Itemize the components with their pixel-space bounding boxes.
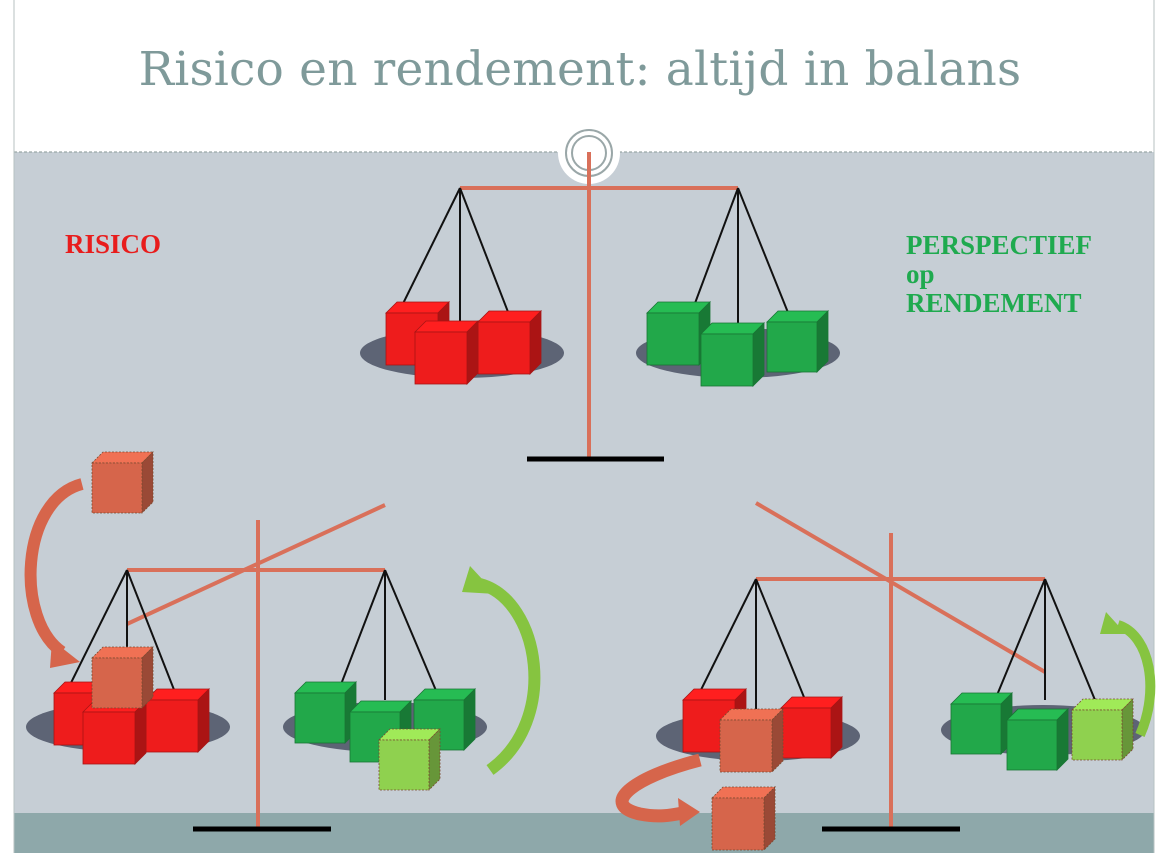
bl-added-risk-cube-front [91,657,143,709]
bl-added-return-cube-front [378,739,430,791]
br-risk-arrow-head [678,798,700,826]
top-return-cube-2 [766,310,829,373]
bl-incoming-risk-cube-front [91,462,143,514]
br-return-cube-2 [1006,708,1069,771]
bl-return-cube-2-side [463,688,476,751]
top-right-string-2 [737,187,796,331]
bl-added-risk-cube [91,646,154,709]
top-return-cube-3-side [752,322,765,387]
br-removed-risk-cube [711,786,776,851]
top-return-cube-3 [700,322,765,387]
br-risk-arrow [615,753,702,823]
br-risk-cube-2-front [780,707,832,759]
bl-risk-cube-3 [82,700,147,765]
br-return-arrow-head [1100,612,1126,634]
bl-risk-arrow-head [50,640,80,668]
bl-return-arrow [478,578,541,775]
br-risk-cube-2-side [830,696,843,759]
bl-scale-tilt-beam [126,503,386,626]
top-return-cube-2-front [766,321,818,373]
perspectief-line-2: op [906,259,935,289]
bl-risk-cube-2-side [197,688,210,753]
top-risk-cube-2-front [477,321,531,375]
bl-right-string-0 [334,569,386,701]
bl-return-cube-1-front [294,692,346,744]
top-left-string-2 [459,187,516,331]
bl-return-arrow-head [462,566,496,594]
bl-right-string-2 [384,569,441,701]
top-return-cube-3-front [700,333,754,387]
slide-title: Risico en rendement: altijd in balans [138,42,1022,97]
risico-label: RISICO [65,230,161,259]
br-risk-cube-3-side [771,708,784,773]
perspectief-label: PERSPECTIEF op RENDEMENT [906,231,1092,318]
top-risk-cube-2-side [529,310,542,375]
top-risk-cube-3-front [414,331,468,385]
bl-added-return-cube [378,728,441,791]
risico-label-text: RISICO [65,229,162,259]
br-removed-risk-cube-top [711,786,776,799]
br-left-string-2 [755,578,811,713]
br-risk-cube-3-front [719,719,773,773]
bl-incoming-risk-cube-top [91,451,154,464]
bl-risk-cube-3-front [82,711,136,765]
br-right-string-2 [1044,578,1096,701]
top-risk-cube-3 [414,320,479,385]
bl-added-risk-cube-top [91,646,154,659]
br-risk-cube-2 [780,696,843,759]
bl-added-risk-cube-side [141,646,154,709]
br-return-arrow [1116,620,1156,738]
br-risk-cube-3 [719,708,784,773]
top-return-cube-1 [646,301,711,366]
bl-risk-arrow [24,478,84,657]
br-added-return-cube-front [1071,709,1123,761]
br-right-string-0 [994,578,1046,701]
br-scale-tilt-beam [754,501,1047,674]
top-risk-cube-2 [477,310,542,375]
balance-illustration [24,152,1156,851]
br-added-return-cube [1071,698,1134,761]
bl-added-return-cube-side [428,728,441,791]
bl-return-cube-1 [294,681,357,744]
top-return-cube-1-front [646,312,700,366]
bl-risk-cube-3-side [134,700,147,765]
top-return-cube-2-side [816,310,829,373]
bl-risk-cube-2 [145,688,210,753]
br-return-cube-2-side [1056,708,1069,771]
bl-incoming-risk-cube-side [141,451,154,514]
br-return-cube-2-front [1006,719,1058,771]
bl-left-string-2 [126,569,181,706]
br-removed-risk-cube-side [763,786,776,851]
bl-risk-cube-2-front [145,699,199,753]
bl-added-return-cube-top [378,728,441,741]
bl-incoming-risk-cube [91,451,154,514]
br-added-return-cube-side [1121,698,1134,761]
br-added-return-cube-top [1071,698,1134,711]
top-risk-cube-3-side [466,320,479,385]
footer-band [14,813,1154,853]
br-removed-risk-cube-front [711,797,765,851]
perspectief-line-3: RENDEMENT [906,288,1082,318]
br-return-cube-1 [950,692,1013,755]
perspectief-line-1: PERSPECTIEF [906,230,1093,260]
br-return-cube-1-front [950,703,1002,755]
br-risk-cube-3-top [719,708,784,721]
